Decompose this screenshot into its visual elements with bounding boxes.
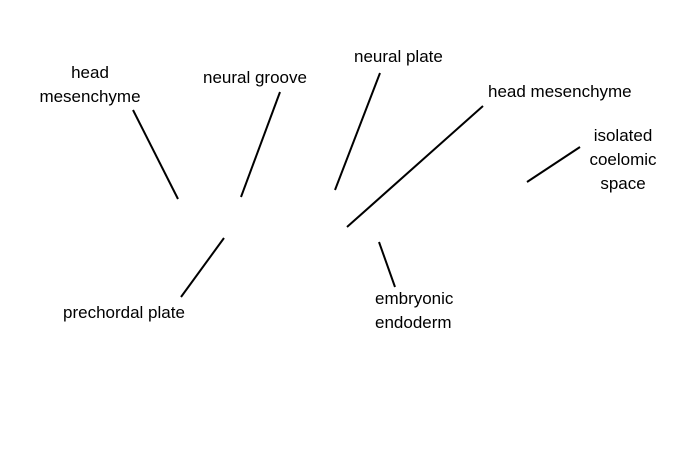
label-neural-plate: neural plate (354, 47, 443, 66)
leader-line-neural-groove (240, 91, 281, 198)
leader-line-neural-plate (334, 72, 381, 191)
leader-line-embryonic-endoderm (378, 241, 396, 288)
label-head-mesenchyme-right: head mesenchyme (488, 82, 632, 101)
leader-line-prechordal-plate (180, 237, 225, 298)
label-embryonic-endoderm: embryonic endoderm (375, 289, 454, 332)
leader-line-isolated-coelomic-space (526, 146, 581, 183)
label-neural-groove: neural groove (203, 68, 307, 87)
leader-line-head-mesenchyme-left (132, 109, 179, 200)
label-prechordal-plate: prechordal plate (63, 303, 185, 322)
label-isolated-coelomic-space: isolated coelomic space (589, 126, 657, 193)
leader-line-head-mesenchyme-right (346, 105, 484, 228)
label-head-mesenchyme-left: head mesenchyme (39, 63, 141, 106)
